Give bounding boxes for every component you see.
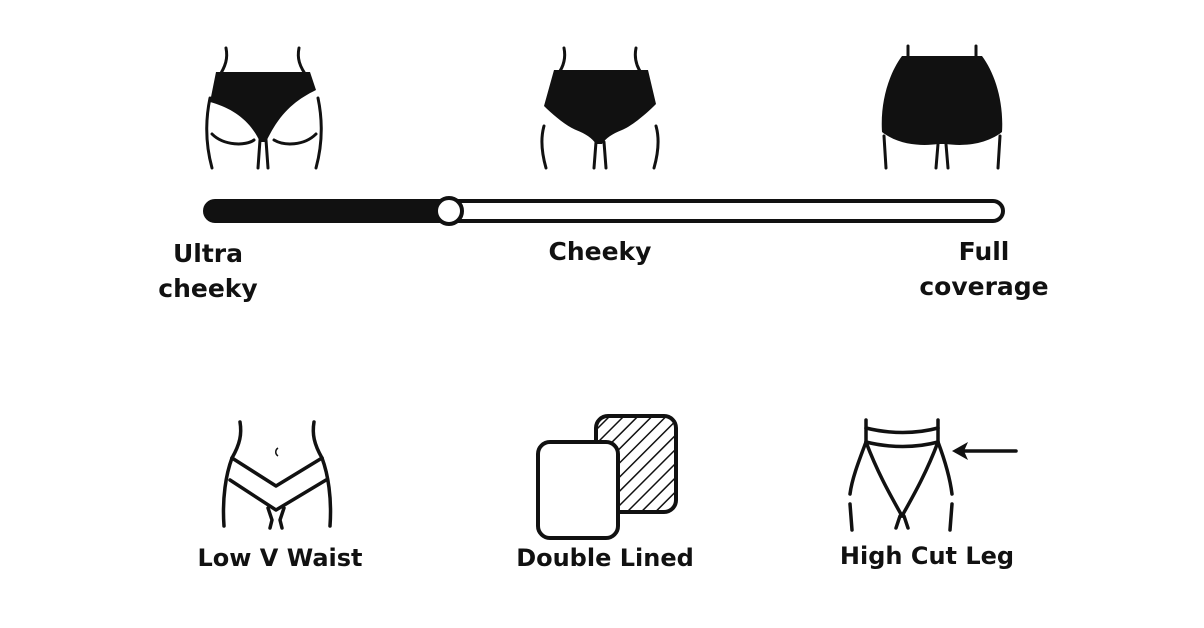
- slider-knob: [434, 196, 464, 226]
- ultra-cheeky-illustration: [205, 46, 323, 170]
- double-lined-icon: [536, 414, 678, 540]
- cheeky-illustration: [540, 46, 660, 170]
- high-cut-leg-icon: [848, 418, 1018, 532]
- label-cheeky: Cheeky: [548, 237, 652, 266]
- full-coverage-illustration: [881, 44, 1003, 170]
- high-cut-leg-label: High Cut Leg: [839, 542, 1015, 570]
- label-ultra-cheeky: Ultra cheeky: [158, 239, 258, 303]
- double-lined-label: Double Lined: [516, 544, 694, 572]
- slider-fill: [205, 201, 449, 221]
- low-v-waist-label: Low V Waist: [197, 544, 363, 572]
- low-v-waist-icon: [221, 420, 333, 530]
- label-full-coverage: Full coverage: [919, 237, 1049, 301]
- coverage-slider: [203, 196, 1005, 226]
